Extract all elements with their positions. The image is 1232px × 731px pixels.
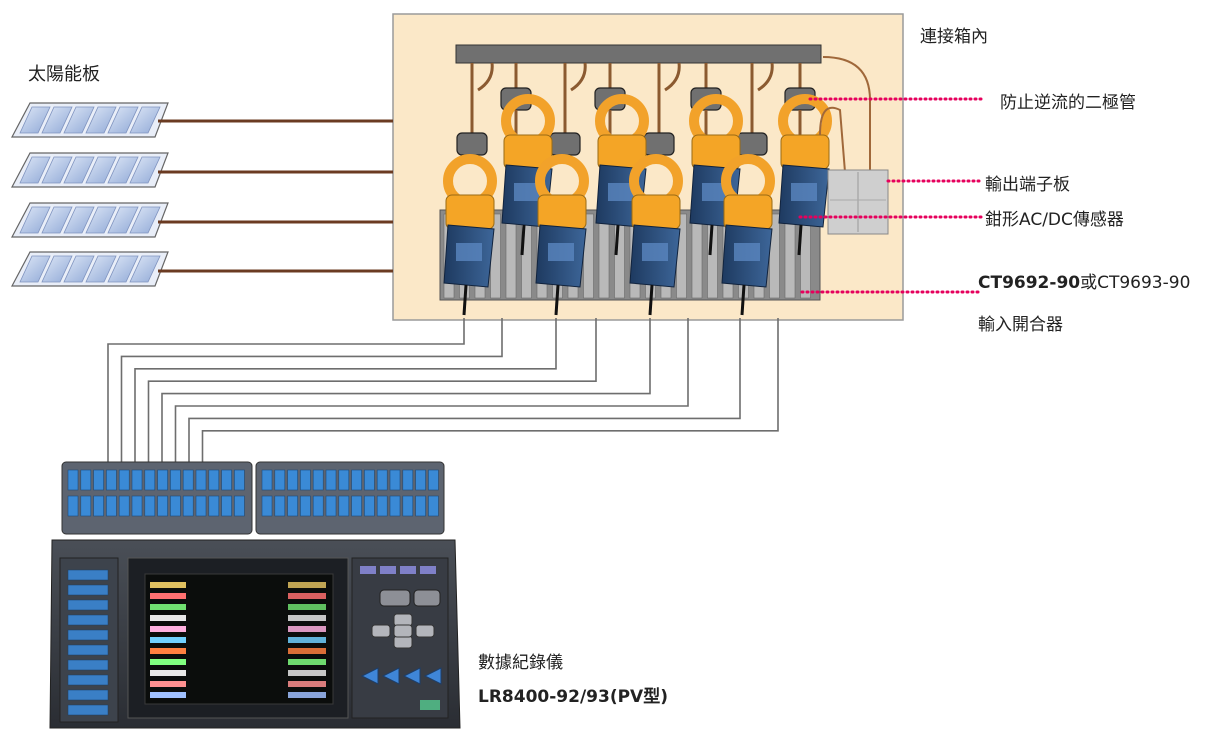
clamp-sensor-icon <box>778 94 832 256</box>
data-logger <box>49 461 461 729</box>
solar-panel <box>11 251 169 287</box>
solar-panel <box>11 102 169 138</box>
coupler-name-label: 輸入開合器 <box>978 315 1063 335</box>
clamp-sensor-icon <box>535 154 589 316</box>
diode-label: 防止逆流的二極管 <box>1000 93 1136 113</box>
signal-cable <box>161 318 651 462</box>
coupler-or: 或 <box>1080 273 1098 293</box>
clamp-sensor-icon <box>443 154 497 316</box>
solar-panel <box>11 152 169 188</box>
bus-bar <box>455 44 822 64</box>
solar-panels <box>11 102 169 287</box>
clamp-sensor-icon <box>721 154 775 316</box>
string-channels <box>443 62 832 316</box>
signal-cable <box>188 318 741 462</box>
signal-cable <box>134 318 557 462</box>
solar-panel <box>11 202 169 238</box>
terminal-block-label: 輸出端子板 <box>985 175 1070 195</box>
diode-icon <box>736 132 768 156</box>
coupler-model-label: CT9692-90或CT9693-90 <box>978 268 1190 293</box>
leader-lines <box>798 97 987 294</box>
signal-cable <box>107 318 465 462</box>
signal-cable <box>120 318 503 462</box>
coupler-model-b: CT9693-90 <box>1097 273 1191 293</box>
coupler-model-a: CT9692-90 <box>978 273 1081 293</box>
clamp-sensor-icon <box>595 94 649 256</box>
diode-icon <box>549 132 581 156</box>
logger-name-label: 數據紀錄儀 <box>478 653 563 673</box>
clamp-sensor-label: 鉗形AC/DC傳感器 <box>985 210 1124 230</box>
clamp-sensor-icon <box>629 154 683 316</box>
junction-box-label: 連接箱內 <box>920 27 988 47</box>
signal-cables <box>107 318 779 462</box>
signal-cable <box>201 318 779 462</box>
logger-model-label: LR8400-92/93(PV型) <box>478 687 668 707</box>
signal-cable <box>147 318 597 462</box>
diode-icon <box>643 132 675 156</box>
signal-cable <box>174 318 689 462</box>
solar-panels-label: 太陽能板 <box>28 64 100 85</box>
panel-cables <box>158 119 393 273</box>
diode-icon <box>456 132 488 156</box>
